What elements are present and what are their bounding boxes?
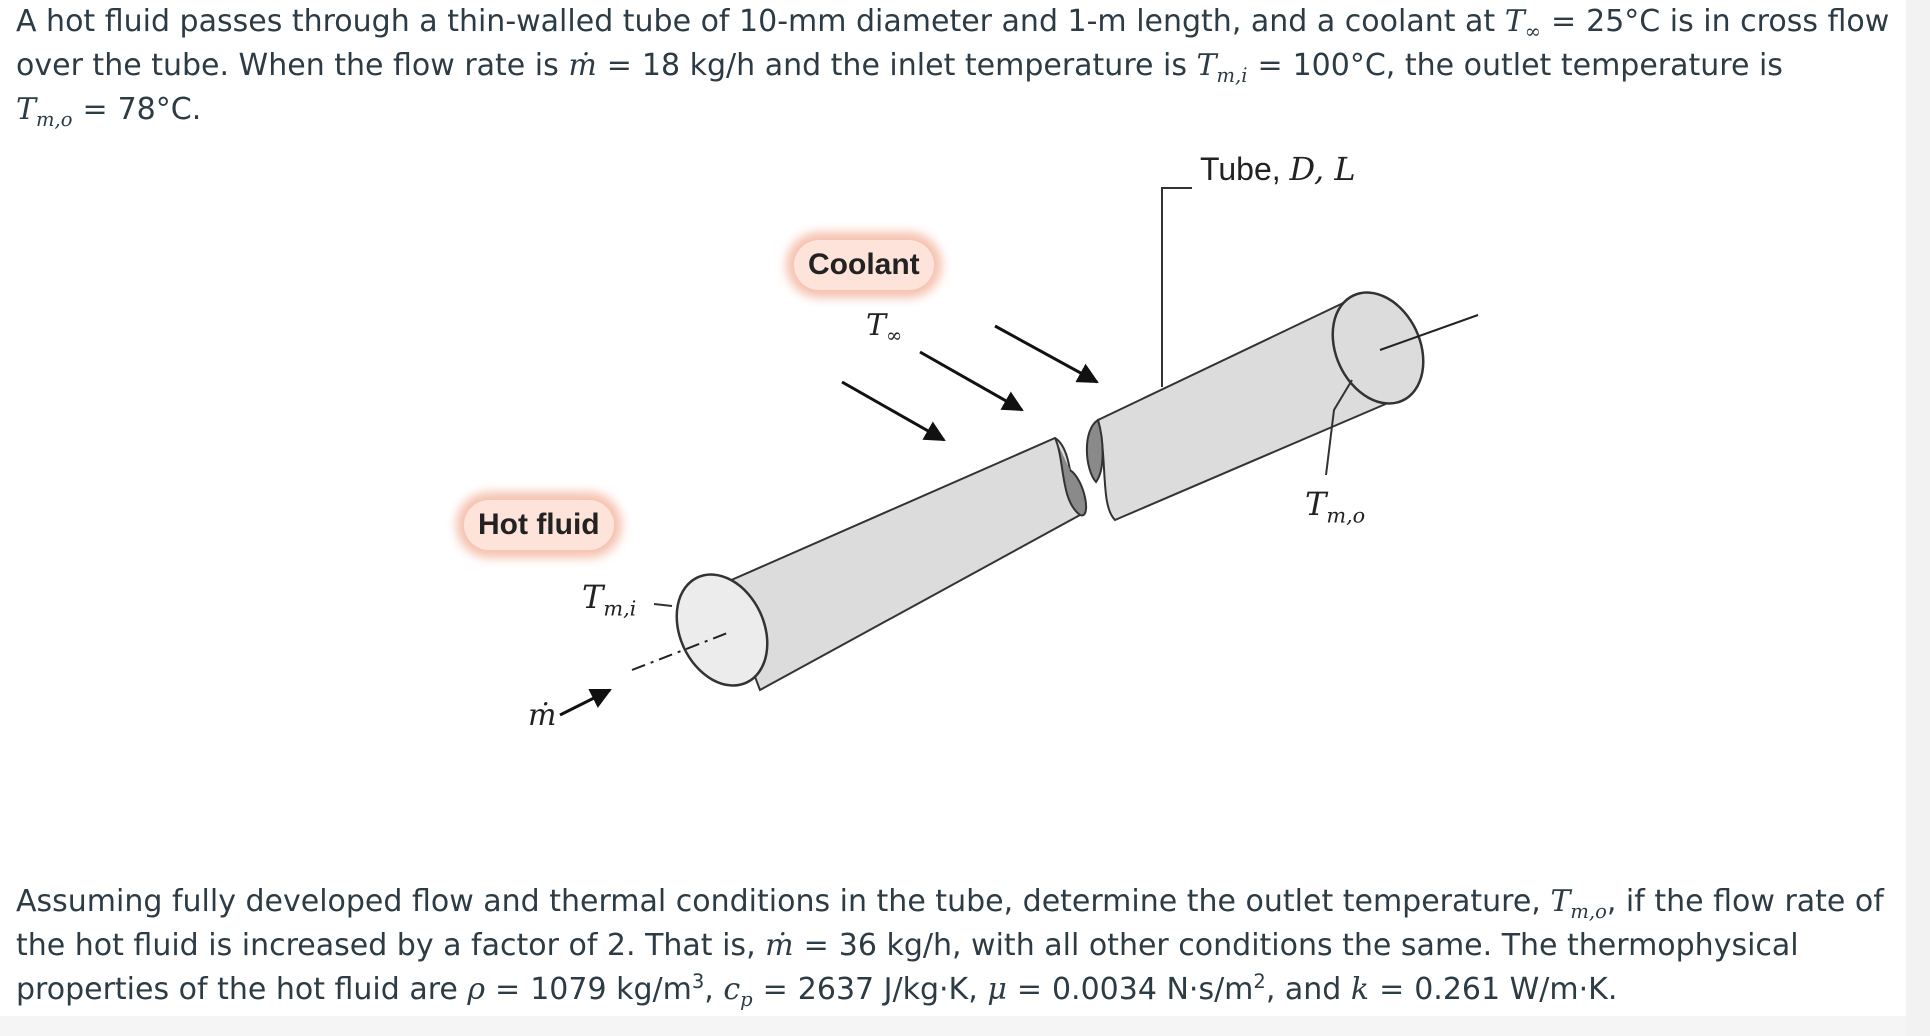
mass-flow-label: ṁ xyxy=(528,698,557,733)
coolant-arrow-2 xyxy=(919,350,1024,412)
problem-intro-text: A hot fluid passes through a thin-walled… xyxy=(16,4,1890,131)
tube-label: Tube, D, L xyxy=(1200,150,1356,188)
t-inf-symbol: T∞ xyxy=(1504,4,1541,43)
cp-symbol: cp xyxy=(723,972,753,1011)
hot-fluid-label: Hot fluid xyxy=(464,500,614,550)
t-mo-symbol: Tm,o xyxy=(16,92,73,131)
t-mi-symbol: Tm,i xyxy=(1196,48,1248,87)
flow-arrow xyxy=(559,688,612,717)
bottom-strip xyxy=(0,1016,1906,1036)
outlet-leader xyxy=(1325,379,1353,476)
t-mo-symbol: Tm,o xyxy=(1550,884,1607,923)
inlet-temperature-label: Tm,i xyxy=(582,578,637,621)
coolant-arrow-1 xyxy=(841,380,946,442)
problem-question-text: Assuming fully developed flow and therma… xyxy=(16,884,1884,1011)
tube-leader-line xyxy=(1161,187,1192,387)
tube-right-segment xyxy=(1085,291,1425,522)
tube-centerline xyxy=(631,314,1479,671)
scrollbar[interactable] xyxy=(1906,0,1930,1036)
outlet-temperature-label: Tm,o xyxy=(1305,485,1366,528)
tube-left-segment xyxy=(675,436,1088,692)
coolant-arrow-3 xyxy=(994,324,1099,384)
coolant-label: Coolant xyxy=(794,240,934,290)
coolant-t-inf-label: T∞ xyxy=(866,308,903,347)
inlet-leader xyxy=(653,603,673,607)
